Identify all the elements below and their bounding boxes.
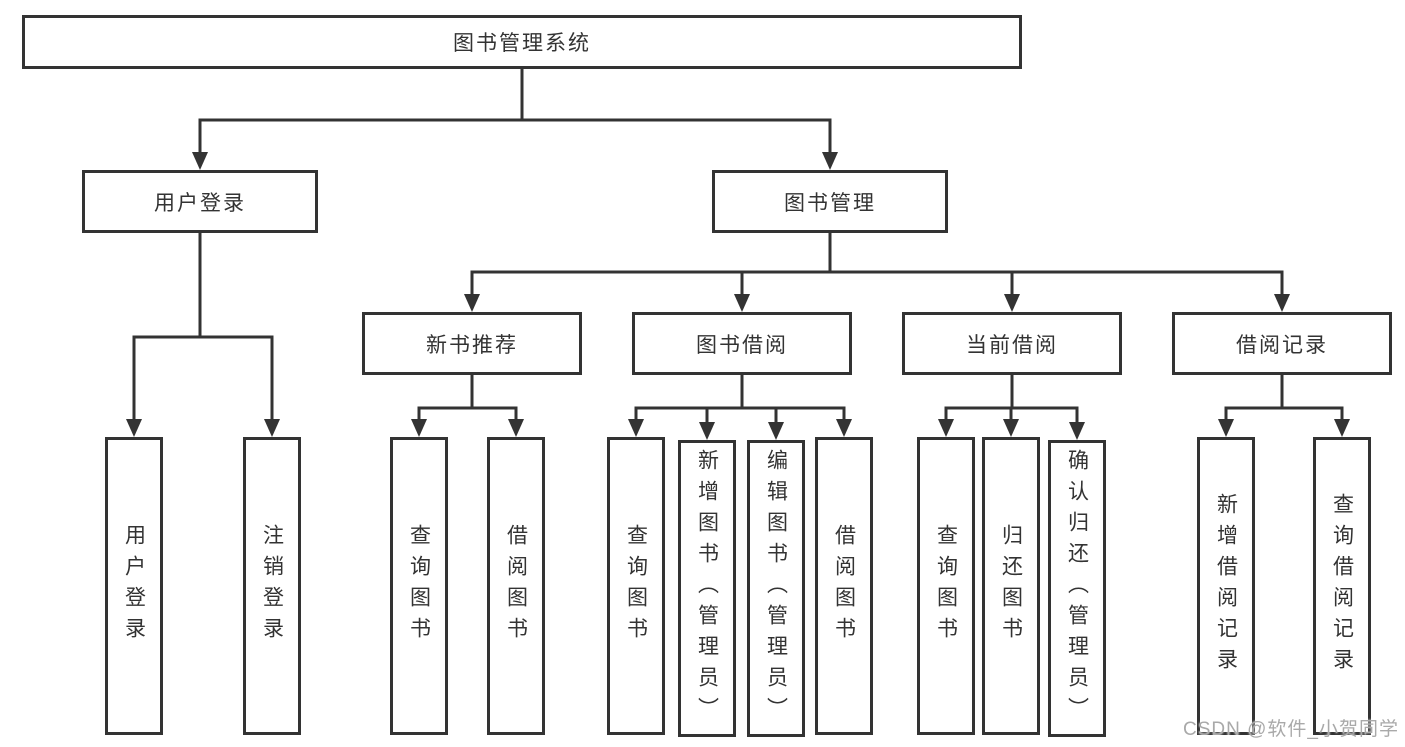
node-root-system: 图书管理系统: [22, 15, 1022, 69]
leaf-logout: 注销登录: [243, 437, 301, 735]
leaf-query-books-current: 查询图书: [917, 437, 975, 735]
leaf-borrow-books-borrow: 借阅图书: [815, 437, 873, 735]
node-book-management-branch: 图书管理: [712, 170, 948, 233]
node-borrow-record: 借阅记录: [1172, 312, 1392, 375]
leaf-add-books-admin: 新增图书（管理员）: [678, 440, 736, 737]
csdn-watermark: CSDN @软件_小贺同学: [1183, 719, 1399, 740]
node-user-login-branch: 用户登录: [82, 170, 318, 233]
leaf-add-borrow-record: 新增借阅记录: [1197, 437, 1255, 735]
leaf-query-books-recommend: 查询图书: [390, 437, 448, 735]
leaf-query-books-borrow: 查询图书: [607, 437, 665, 735]
node-current-borrow: 当前借阅: [902, 312, 1122, 375]
leaf-edit-books-admin: 编辑图书（管理员）: [747, 440, 805, 737]
leaf-query-borrow-record: 查询借阅记录: [1313, 437, 1371, 735]
leaf-return-books: 归还图书: [982, 437, 1040, 735]
leaf-confirm-return-admin: 确认归还（管理员）: [1048, 440, 1106, 737]
leaf-user-login: 用户登录: [105, 437, 163, 735]
node-new-book-recommend: 新书推荐: [362, 312, 582, 375]
leaf-borrow-books-recommend: 借阅图书: [487, 437, 545, 735]
node-book-borrow: 图书借阅: [632, 312, 852, 375]
